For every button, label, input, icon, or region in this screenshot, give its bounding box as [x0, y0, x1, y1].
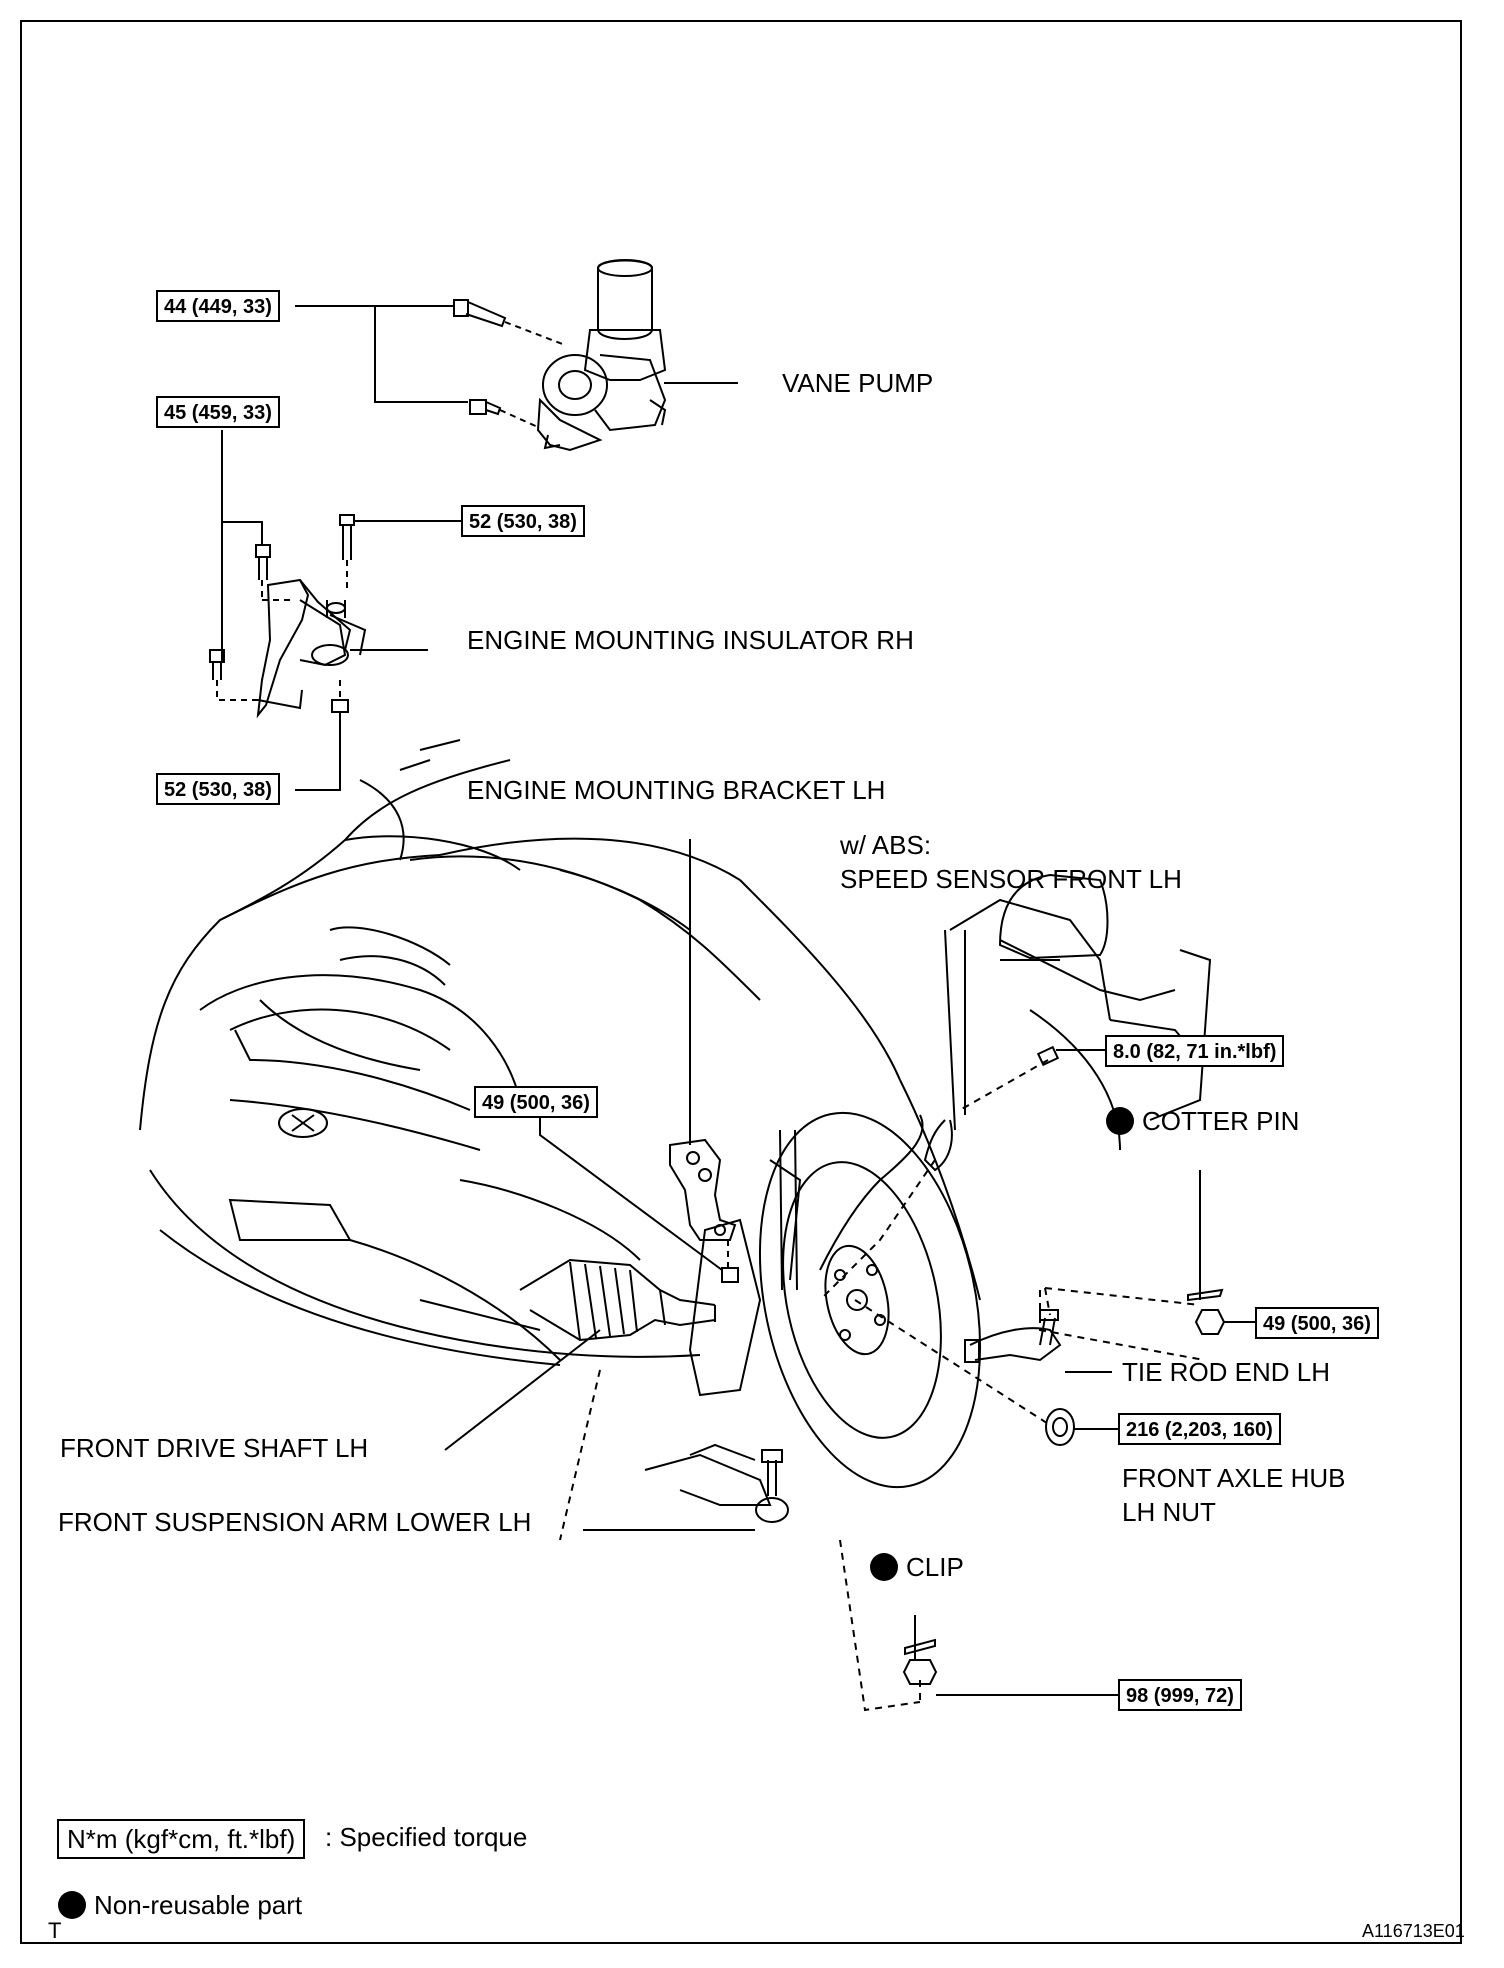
torque-arm-nut: 98 (999, 72) — [1118, 1679, 1242, 1711]
pump-bolt-upper — [453, 299, 507, 328]
footer-left-mark: T — [48, 1918, 62, 1943]
insulator-bolts — [209, 514, 355, 713]
legend-torque-text: : Specified torque — [325, 1822, 528, 1852]
insulator-drawing — [256, 578, 367, 719]
legend-non-reusable-text: Non-reusable part — [94, 1890, 303, 1920]
torque-pump-bolts: 44 (449, 33) — [156, 290, 280, 322]
label-clip: CLIP — [870, 1552, 964, 1582]
torque-tie-rod-nut: 49 (500, 36) — [1255, 1307, 1379, 1339]
torque-hub-nut: 216 (2,203, 160) — [1118, 1413, 1281, 1445]
torque-insulator-bolts: 45 (459, 33) — [156, 396, 280, 428]
label-tie-rod-end: TIE ROD END LH — [1122, 1357, 1331, 1387]
non-reusable-dot-icon — [870, 1553, 898, 1581]
label-drive-shaft: FRONT DRIVE SHAFT LH — [60, 1433, 369, 1463]
label-axle-hub-nut-line1: FRONT AXLE HUB — [1122, 1463, 1346, 1493]
label-speed-sensor: SPEED SENSOR FRONT LH — [840, 864, 1182, 894]
legend-torque-unit-box: N*m (kgf*cm, ft.*lbf) — [57, 1819, 306, 1859]
diagram-frame — [20, 20, 1462, 1944]
torque-sensor-bolt: 8.0 (82, 71 in.*lbf) — [1105, 1035, 1285, 1067]
vane-pump-drawing — [536, 259, 667, 452]
torque-insulator-nut: 52 (530, 38) — [156, 773, 280, 805]
pump-bolt-lower — [469, 399, 502, 416]
non-reusable-dot-icon — [1106, 1107, 1134, 1135]
label-vane-pump: VANE PUMP — [782, 368, 934, 398]
non-reusable-dot-icon — [58, 1891, 86, 1919]
label-suspension-arm: FRONT SUSPENSION ARM LOWER LH — [58, 1507, 532, 1537]
label-abs-prefix: w/ ABS: — [840, 830, 932, 860]
torque-insulator-top: 52 (530, 38) — [461, 505, 585, 537]
label-bracket-lh: ENGINE MOUNTING BRACKET LH — [467, 775, 886, 805]
label-axle-hub-nut-line2: LH NUT — [1122, 1497, 1216, 1527]
label-insulator-rh: ENGINE MOUNTING INSULATOR RH — [467, 625, 914, 655]
label-cotter-pin: COTTER PIN — [1106, 1106, 1299, 1136]
clip-text: CLIP — [906, 1552, 964, 1582]
legend-non-reusable: Non-reusable part — [58, 1890, 302, 1920]
figure-id: A116713E01 — [1362, 1921, 1465, 1941]
torque-bracket-bolt: 49 (500, 36) — [474, 1086, 598, 1118]
cotter-pin-text: COTTER PIN — [1142, 1106, 1300, 1136]
